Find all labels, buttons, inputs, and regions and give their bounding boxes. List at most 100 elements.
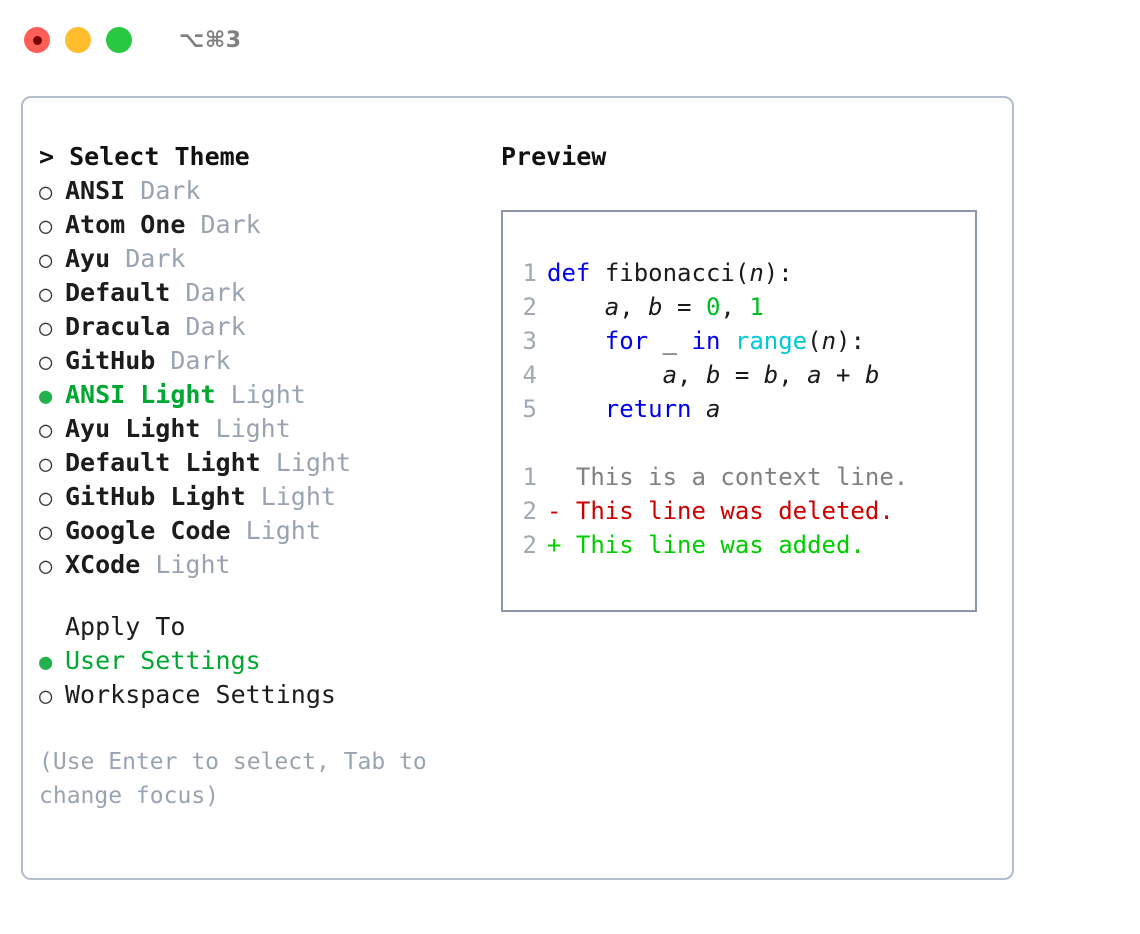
apply-to-label: User Settings: [65, 646, 261, 675]
line-number: 4: [522, 361, 537, 389]
code-token: ):: [836, 327, 865, 355]
theme-name: GitHub: [65, 346, 156, 375]
spacer: [200, 412, 215, 446]
apply-to-list[interactable]: ●User Settings○Workspace Settings: [39, 644, 479, 712]
theme-list-item[interactable]: ○Google Code Light: [39, 514, 479, 548]
code-line: 2+ This line was added.: [515, 528, 908, 562]
spacer: [261, 446, 276, 480]
code-token: 0: [705, 293, 721, 321]
code-token: This is a context line.: [547, 463, 909, 491]
theme-name: Dracula: [65, 312, 171, 341]
theme-list-item[interactable]: ○ Default Dark: [39, 276, 479, 310]
spacer: [231, 514, 246, 548]
theme-list[interactable]: ○ANSI Dark○Atom One Dark○Ayu Dark○Defaul…: [39, 174, 479, 582]
code-token: b: [648, 293, 663, 321]
code-token: return: [604, 395, 692, 423]
line-number: 1: [522, 259, 537, 287]
code-token: _: [648, 327, 692, 355]
radio-unselected-icon: ○: [39, 180, 53, 205]
theme-name: Atom One: [65, 210, 186, 239]
theme-list-item[interactable]: ● ANSI Light Light: [39, 378, 479, 412]
apply-to-section: Apply To ●User Settings○Workspace Settin…: [39, 610, 479, 712]
theme-list-item[interactable]: ○ GitHub Light Light: [39, 480, 479, 514]
code-token: a: [662, 361, 678, 389]
theme-variant-label: Dark: [185, 312, 246, 341]
line-number: 3: [522, 327, 537, 355]
theme-name: GitHub Light: [65, 482, 246, 511]
code-token: [720, 327, 734, 355]
spacer: [140, 548, 155, 582]
titlebar: ⌥⌘3: [0, 0, 1140, 80]
code-token: +: [821, 361, 865, 389]
code-token: a: [807, 361, 822, 389]
theme-variant-label: Dark: [185, 278, 246, 307]
radio-unselected-icon: ○: [39, 418, 53, 443]
line-number: 2: [522, 497, 537, 525]
main-window-frame: > Select Theme ○ANSI Dark○Atom One Dark○…: [21, 96, 1014, 880]
radio-unselected-icon: ○: [39, 282, 53, 307]
theme-variant-label: Light: [245, 516, 321, 545]
apply-to-option[interactable]: ●User Settings: [39, 644, 479, 678]
theme-list-item[interactable]: ○GitHub Dark: [39, 344, 479, 378]
radio-unselected-icon: ○: [39, 684, 53, 709]
apply-to-option[interactable]: ○Workspace Settings: [39, 678, 479, 712]
theme-variant-label: Light: [260, 482, 336, 511]
spacer: [170, 276, 185, 310]
theme-list-item[interactable]: ○Atom One Dark: [39, 208, 479, 242]
code-token: fibonacci(: [604, 259, 750, 287]
code-token: def: [547, 259, 591, 287]
line-number: 2: [522, 293, 537, 321]
line-number: 2: [522, 531, 537, 559]
code-token: =: [662, 293, 706, 321]
theme-list-item[interactable]: ○Ayu Dark: [39, 242, 479, 276]
theme-list-item[interactable]: ○ Dracula Dark: [39, 310, 479, 344]
code-diff-separator: [515, 426, 908, 460]
theme-list-item[interactable]: ○Default Light Light: [39, 446, 479, 480]
code-line: 4 a, b = b, a + b: [515, 358, 908, 392]
theme-name: Default: [65, 278, 171, 307]
code-token: ,: [677, 361, 706, 389]
line-number: 5: [522, 395, 537, 423]
code-token: b: [705, 361, 721, 389]
code-token: (: [807, 327, 822, 355]
close-button[interactable]: [24, 27, 50, 53]
apply-to-heading: Apply To: [65, 612, 186, 641]
code-line: 5 return a: [515, 392, 908, 426]
radio-selected-icon: ●: [39, 384, 53, 409]
theme-list-item[interactable]: ○ANSI Dark: [39, 174, 479, 208]
code-token: a: [705, 395, 721, 423]
theme-variant-label: Light: [215, 414, 291, 443]
minimize-button[interactable]: [65, 27, 91, 53]
theme-name: ANSI Light: [65, 380, 216, 409]
maximize-button[interactable]: [106, 27, 132, 53]
code-line: 1 This is a context line.: [515, 460, 909, 494]
code-token: [547, 361, 663, 389]
code-token: ,: [778, 361, 808, 389]
theme-variant-label: Light: [155, 550, 231, 579]
radio-unselected-icon: ○: [39, 486, 53, 511]
code-token: 1: [749, 293, 764, 321]
select-theme-heading: > Select Theme: [39, 142, 250, 171]
theme-list-item[interactable]: ○Ayu Light Light: [39, 412, 479, 446]
code-token: =: [720, 361, 764, 389]
code-token: a: [604, 293, 620, 321]
theme-variant-label: Light: [230, 380, 306, 409]
theme-selector-pane: > Select Theme ○ANSI Dark○Atom One Dark○…: [39, 140, 479, 813]
radio-unselected-icon: ○: [39, 214, 53, 239]
keyboard-hint-text: (Use Enter to select, Tab to change focu…: [39, 749, 441, 809]
spacer: [170, 310, 185, 344]
theme-name: Google Code: [65, 516, 231, 545]
radio-unselected-icon: ○: [39, 554, 53, 579]
code-token: [547, 293, 605, 321]
theme-name: Default Light: [65, 448, 261, 477]
theme-list-item[interactable]: ○XCode Light: [39, 548, 479, 582]
window-controls: [24, 27, 132, 53]
code-line: 2 a, b = 0, 1: [515, 290, 908, 324]
radio-unselected-icon: ○: [39, 316, 53, 341]
code-token: n: [749, 259, 764, 287]
code-token: for: [604, 327, 649, 355]
